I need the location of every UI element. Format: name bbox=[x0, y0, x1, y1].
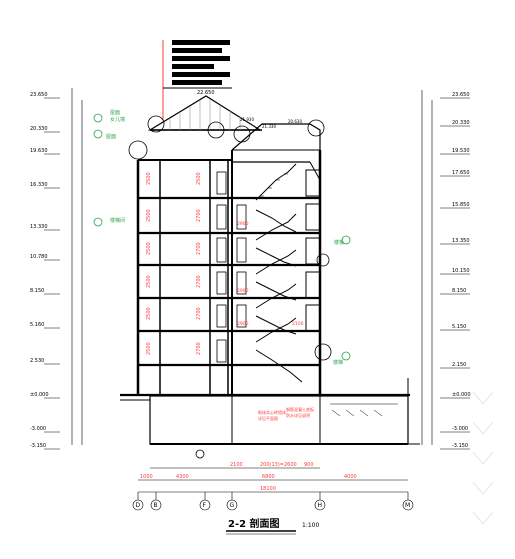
callout-2: 女儿墙 bbox=[110, 116, 125, 123]
axis-label-5: H bbox=[318, 502, 323, 509]
roof-elevation: 22.650 bbox=[197, 90, 215, 96]
bottom-dim-3: 900 bbox=[304, 462, 314, 468]
callout-1: 屋面 bbox=[110, 110, 120, 116]
right-elev-4: 17.650 bbox=[452, 170, 470, 176]
left-elevations: 23.650 20.330 19.630 16.330 13.330 10.78… bbox=[30, 88, 83, 450]
room-dim-2: 2500 bbox=[146, 209, 152, 222]
bottom-dimensions: 2100 200(13)=2600 900 1000 4300 6800 400… bbox=[138, 462, 408, 493]
right-elev-11: ±0.000 bbox=[452, 392, 471, 398]
stair-dim-2: 2900 bbox=[237, 288, 249, 294]
callouts: 屋面 女儿墙 屋面 楼梯间 楼板 楼梯 bbox=[93, 110, 351, 366]
left-elev-3: 19.630 bbox=[30, 148, 48, 154]
roof-note-3: 20.630 bbox=[288, 119, 302, 124]
left-elev-4: 16.330 bbox=[30, 182, 48, 188]
bottom-dim-5: 4300 bbox=[176, 474, 189, 480]
left-elev-1: 23.650 bbox=[30, 92, 48, 98]
scale-text: 1:100 bbox=[302, 522, 319, 529]
roof: 22.650 bbox=[128, 90, 263, 160]
right-elev-13: -3.150 bbox=[452, 443, 468, 449]
stair-dim-1: 2900 bbox=[237, 221, 249, 227]
room-dim-5: 2500 bbox=[146, 307, 152, 320]
room-dim-1: 2500 bbox=[146, 172, 152, 185]
axis-label-3: F bbox=[203, 502, 207, 509]
right-elev-8: 8.150 bbox=[452, 288, 466, 294]
building-section bbox=[120, 150, 410, 397]
legend-block bbox=[162, 40, 232, 120]
stair-dim-4: 2900 bbox=[237, 321, 249, 327]
left-elev-7: 8.150 bbox=[30, 288, 44, 294]
roof-note-2: 21.330 bbox=[262, 124, 276, 129]
callout-4: 楼梯间 bbox=[110, 217, 125, 224]
right-elev-6: 13.350 bbox=[452, 238, 470, 244]
bottom-dim-6: 6800 bbox=[262, 474, 275, 480]
left-elev-8: 5.160 bbox=[30, 322, 44, 328]
mid-dim-5: 2700 bbox=[196, 307, 202, 320]
axis-label-6: M bbox=[405, 502, 410, 509]
roof-note-1: 21.930 bbox=[240, 117, 254, 122]
basement: 砌体实心砖墙体 详见平面图 钢筋混凝土底板 防水详见说明 bbox=[120, 378, 420, 459]
mid-dim-4: 2700 bbox=[196, 275, 202, 288]
left-elev-11: -3.000 bbox=[30, 426, 46, 432]
mid-dim-6: 2700 bbox=[196, 342, 202, 355]
mid-dim-2: 2700 bbox=[196, 209, 202, 222]
right-elev-1: 23.650 bbox=[452, 92, 470, 98]
basement-note-1: 砌体实心砖墙体 bbox=[258, 409, 286, 415]
axis-label-1: D bbox=[136, 502, 141, 509]
basement-note-4: 防水详见说明 bbox=[286, 412, 310, 418]
right-elev-2: 20.330 bbox=[452, 120, 470, 126]
right-elevations: 23.650 20.330 19.530 17.650 15.850 13.35… bbox=[421, 90, 471, 450]
left-elev-2: 20.330 bbox=[30, 126, 48, 132]
room-dim-3: 2500 bbox=[146, 242, 152, 255]
left-elev-9: 2.530 bbox=[30, 358, 44, 364]
left-elev-6: 10.780 bbox=[30, 254, 48, 260]
stairs bbox=[255, 163, 303, 383]
mid-dim-3: 2700 bbox=[196, 242, 202, 255]
stair-tower-roof: 21.930 21.330 20.630 bbox=[231, 117, 325, 151]
bottom-dim-2: 200(13)=2600 bbox=[260, 462, 297, 468]
bottom-dim-4: 1000 bbox=[140, 474, 153, 480]
callout-6: 楼梯 bbox=[333, 359, 343, 366]
right-elev-5: 15.850 bbox=[452, 202, 470, 208]
callout-3: 屋面 bbox=[106, 134, 116, 140]
left-elev-12: -3.150 bbox=[30, 443, 46, 449]
basement-note-2: 详见平面图 bbox=[258, 415, 278, 421]
watermark bbox=[468, 382, 498, 552]
axis-bubbles: D B F G H M bbox=[132, 492, 414, 511]
left-elev-10: ±0.000 bbox=[30, 392, 49, 398]
bottom-dim-1: 2100 bbox=[230, 462, 243, 468]
stair-dim-3: 2100 bbox=[292, 321, 304, 327]
right-elev-7: 10.150 bbox=[452, 268, 470, 274]
title-text: 2-2 剖面图 bbox=[228, 517, 280, 530]
room-dim-4: 2500 bbox=[146, 275, 152, 288]
left-elev-5: 13.330 bbox=[30, 224, 48, 230]
room-dims: 2500 2500 2500 2500 2500 2500 2500 2700 … bbox=[146, 172, 304, 355]
room-dim-6: 2500 bbox=[146, 342, 152, 355]
right-elev-9: 5.150 bbox=[452, 324, 466, 330]
right-elev-3: 19.530 bbox=[452, 148, 470, 154]
basement-note-3: 钢筋混凝土底板 bbox=[286, 406, 314, 412]
bottom-dim-7: 4000 bbox=[344, 474, 357, 480]
callout-5: 楼板 bbox=[334, 239, 344, 246]
bottom-total: 18100 bbox=[260, 486, 276, 492]
drawing-title: 2-2 剖面图 1:100 bbox=[226, 517, 319, 535]
right-elev-12: -3.000 bbox=[452, 426, 468, 432]
mid-dim-1: 2500 bbox=[196, 172, 202, 185]
right-elev-10: 2.150 bbox=[452, 362, 466, 368]
axis-label-2: B bbox=[154, 502, 158, 509]
axis-label-4: G bbox=[230, 502, 235, 509]
